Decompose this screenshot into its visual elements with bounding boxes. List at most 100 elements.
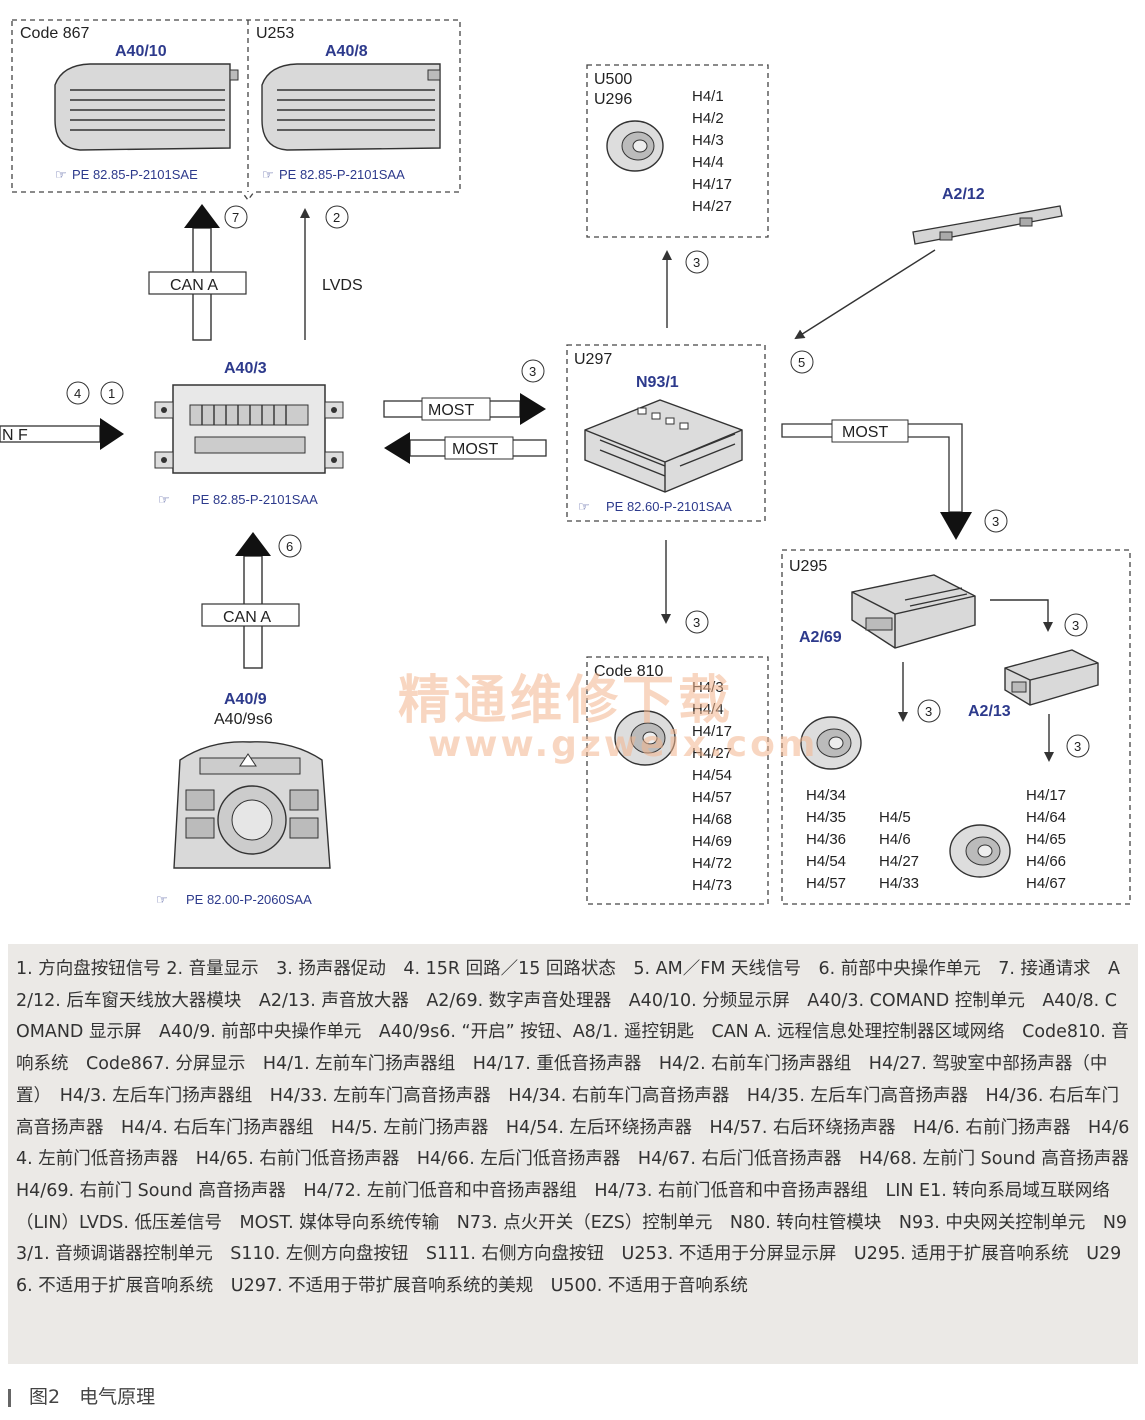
u295-speaker-list-col3: H4/17 H4/64 H4/65 H4/66 H4/67 [1026, 787, 1066, 892]
list-item: H4/54 [806, 853, 846, 870]
list-item: H4/1 [692, 88, 724, 105]
n93-1-audio-tuner-unit [584, 399, 743, 493]
u253-label: U253 [256, 25, 294, 42]
number-3-code810-circle [685, 610, 709, 634]
most-out-arrow [383, 393, 546, 425]
list-item: H4/65 [1026, 831, 1066, 848]
a2-12-label: A2/12 [942, 186, 985, 203]
number-3-a213: 3 [1072, 618, 1079, 633]
code810-group-frame [586, 656, 769, 905]
list-item: H4/17 [692, 723, 732, 740]
list-item: H4/2 [692, 110, 724, 127]
u295-speaker-list-col1: H4/34 H4/35 H4/36 H4/54 H4/57 [806, 787, 846, 892]
number-7-circle [224, 205, 248, 229]
code867-label: Code 867 [20, 25, 89, 42]
list-item: H4/67 [1026, 875, 1066, 892]
number-3-u500: 3 [693, 255, 700, 270]
number-3-a213-circle [1064, 613, 1088, 637]
list-item: H4/27 [692, 745, 732, 762]
a2-12-antenna-amplifier [912, 205, 1063, 245]
u296-label: U296 [594, 91, 632, 108]
u500-speaker-icon [606, 120, 664, 172]
a40-8-ref: PE 82.85-P-2101SAA [279, 167, 405, 182]
u295-group-frame [781, 549, 1131, 905]
list-item: H4/72 [692, 855, 732, 872]
list-item: H4/17 [692, 176, 732, 193]
a40-9s6-label: A40/9s6 [214, 711, 273, 728]
a40-8-display-device [261, 63, 441, 151]
list-item: H4/27 [879, 853, 919, 870]
a40-10-ref-icon: ☞ [55, 167, 67, 182]
list-item: H4/5 [879, 809, 911, 826]
number-4: 4 [74, 386, 81, 401]
a40-3-ref: PE 82.85-P-2101SAA [192, 492, 318, 507]
lvds-label: LVDS [322, 277, 363, 294]
a40-3-comand-unit [154, 384, 344, 474]
number-3-a213b-circle [1066, 734, 1090, 758]
number-3-a269-circle [917, 699, 941, 723]
a40-9-front-control-panel [173, 741, 331, 869]
list-item: H4/69 [692, 833, 732, 850]
list-item: H4/73 [692, 877, 732, 894]
number-1: 1 [108, 386, 115, 401]
most-right-arrow [781, 419, 972, 540]
u500-group-frame [586, 64, 769, 238]
u295-speaker-list-col2: H4/5 H4/6 H4/27 H4/33 [879, 809, 919, 892]
code810-speaker-list: H4/3 H4/4 H4/17 H4/27 H4/54 H4/57 H4/68 … [692, 679, 732, 894]
watermark-url: www.gzweix.com [428, 724, 818, 765]
list-item: H4/35 [806, 809, 846, 826]
a40-9-ref-icon: ☞ [156, 892, 168, 907]
number-3-most-circle [521, 359, 545, 383]
most-out-label: MOST [428, 402, 474, 419]
u295-label: U295 [789, 558, 827, 575]
list-item: H4/27 [692, 198, 732, 215]
list-item: H4/34 [806, 787, 846, 804]
number-2: 2 [333, 210, 340, 225]
code810-label: Code 810 [594, 663, 663, 680]
caption-bar [8, 1388, 11, 1407]
most-in-arrow [384, 432, 547, 464]
list-item: H4/17 [1026, 787, 1066, 804]
number-4-circle [66, 381, 90, 405]
can-a-top-label: CAN A [170, 277, 218, 294]
number-3-code810: 3 [693, 615, 700, 630]
number-5-circle [790, 350, 814, 374]
a2-13-sound-amplifier [1004, 649, 1099, 706]
a40-9-ref: PE 82.00-P-2060SAA [186, 892, 312, 907]
figure-caption: 图2 电气原理 [8, 1382, 155, 1412]
n93-1-ref-icon: ☞ [578, 499, 590, 514]
can-a-bottom-arrow [201, 532, 300, 669]
legend-text: 1. 方向盘按钮信号 2. 音量显示 3. 扬声器促动 4. 15R 回路／15… [8, 944, 1145, 1364]
list-item: H4/3 [692, 132, 724, 149]
top-display-group-frame [11, 19, 461, 202]
number-3-u295: 3 [992, 514, 999, 529]
a2-69-label: A2/69 [799, 629, 842, 646]
number-2-circle [325, 205, 349, 229]
u500-speaker-list: H4/1 H4/2 H4/3 H4/4 H4/17 H4/27 [692, 88, 732, 215]
caption-text: 图2 电气原理 [29, 1386, 156, 1408]
list-item: H4/3 [692, 679, 724, 696]
number-3-most: 3 [529, 364, 536, 379]
u295-speaker-icon-left [800, 716, 862, 770]
a40-9-label: A40/9 [224, 691, 267, 708]
list-item: H4/54 [692, 767, 732, 784]
u297-label: U297 [574, 351, 612, 368]
a40-8-label: A40/8 [325, 43, 368, 60]
wiring-diagram: Code 867 U253 A40/10 A40/8 ☞ PE 82.85-P-… [0, 19, 1131, 907]
lin-input-arrow [0, 418, 124, 450]
u500-label: U500 [594, 71, 632, 88]
u295-speaker-icon-right [949, 824, 1011, 878]
most-right-label: MOST [842, 424, 888, 441]
a2-13-label: A2/13 [968, 703, 1011, 720]
a40-10-display-device [54, 63, 239, 151]
a40-10-label: A40/10 [115, 43, 167, 60]
list-item: H4/36 [806, 831, 846, 848]
n93-1-ref: PE 82.60-P-2101SAA [606, 499, 732, 514]
list-item: H4/68 [692, 811, 732, 828]
can-a-bottom-label: CAN A [223, 609, 271, 626]
code810-speaker-icon [614, 710, 676, 766]
list-item: H4/6 [879, 831, 911, 848]
list-item: H4/4 [692, 154, 724, 171]
number-3-a269: 3 [925, 704, 932, 719]
a2-69-to-a2-13-arrow [990, 599, 1053, 632]
